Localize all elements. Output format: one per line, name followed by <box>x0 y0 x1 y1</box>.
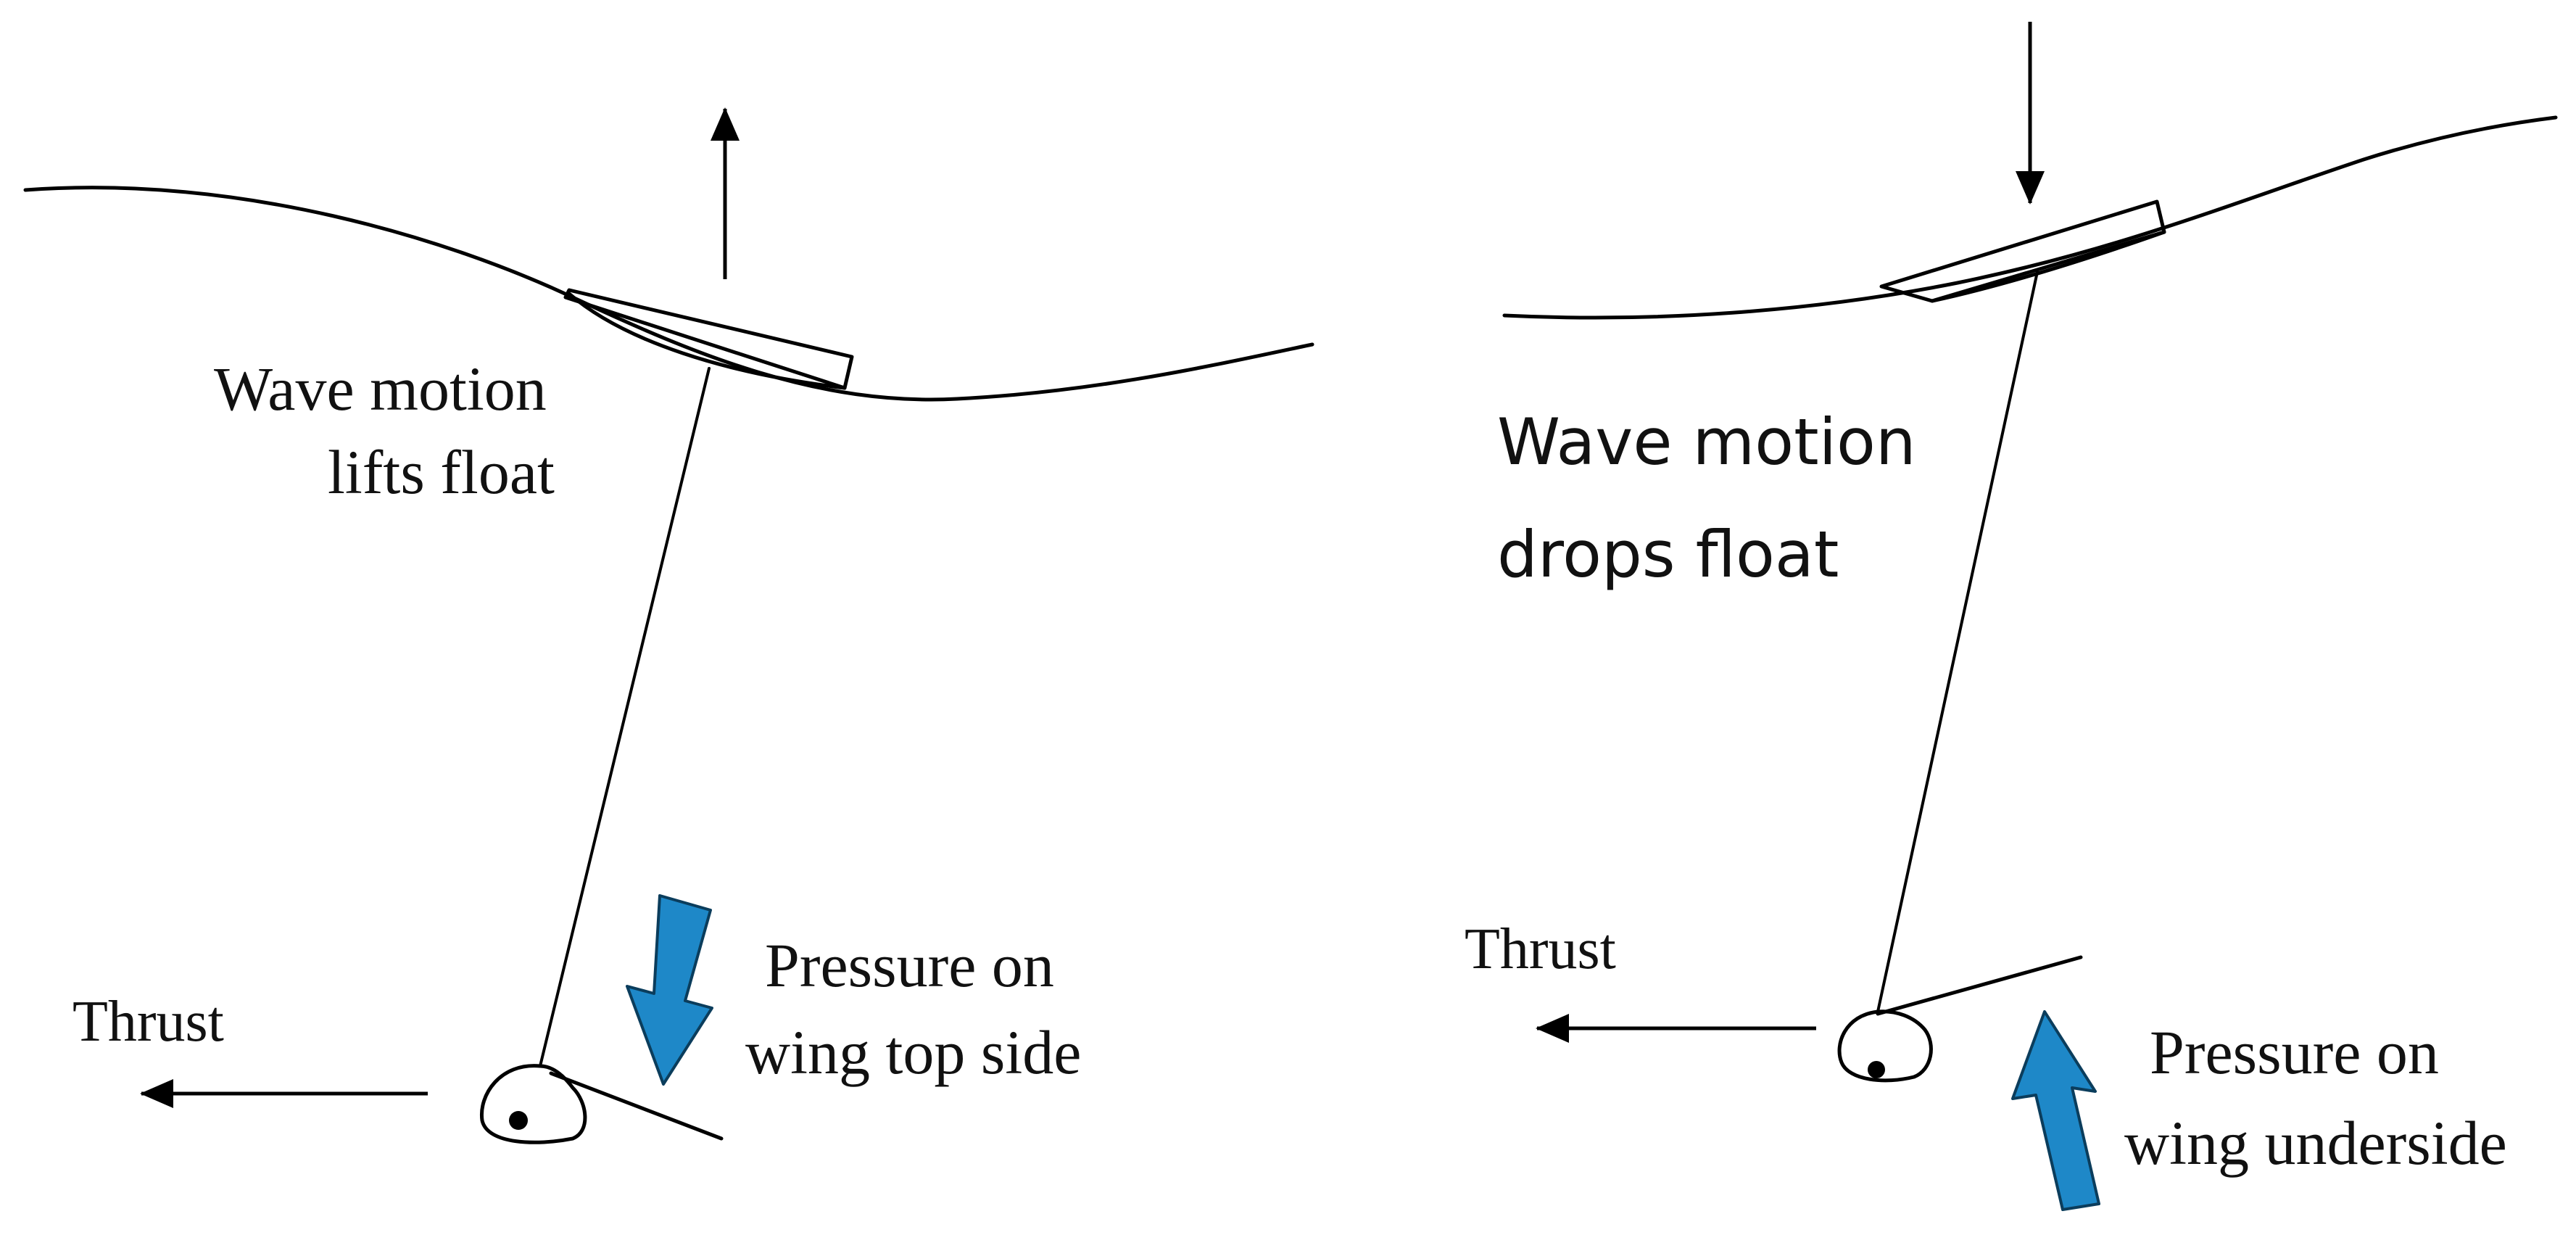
right-tether <box>1876 270 2039 1013</box>
left-panel: Thrust Wave motion lifts float Pressure … <box>23 107 1314 1144</box>
right-wing <box>1876 955 2083 1016</box>
right-thrust-label: Thrust <box>1465 917 1616 981</box>
left-wave-surface <box>23 186 1314 402</box>
left-pressure-line1: Pressure on <box>765 930 1054 1000</box>
right-caption-line2: drops float <box>1497 517 1839 592</box>
left-caption-line1: Wave motion <box>214 354 547 424</box>
left-pressure-arrow <box>626 894 713 1086</box>
right-caption-line1: Wave motion <box>1497 405 1916 479</box>
right-float <box>1879 199 2166 303</box>
right-pressure-line1: Pressure on <box>2150 1017 2439 1087</box>
right-wave-surface <box>1502 115 2558 320</box>
left-wing <box>549 1071 724 1141</box>
left-float <box>563 288 854 390</box>
left-pressure-line2: wing top side <box>745 1017 1081 1087</box>
right-pressure-line2: wing underside <box>2124 1108 2507 1178</box>
right-pressure-arrow <box>2011 1010 2100 1211</box>
left-tether <box>539 367 711 1067</box>
right-glider-body <box>1837 955 2083 1083</box>
left-caption-line2: lifts float <box>328 437 555 507</box>
left-thrust-label: Thrust <box>73 990 224 1054</box>
right-panel: Thrust Wave motion drops float Pressure … <box>1465 22 2558 1211</box>
left-glider-body <box>479 1064 724 1144</box>
